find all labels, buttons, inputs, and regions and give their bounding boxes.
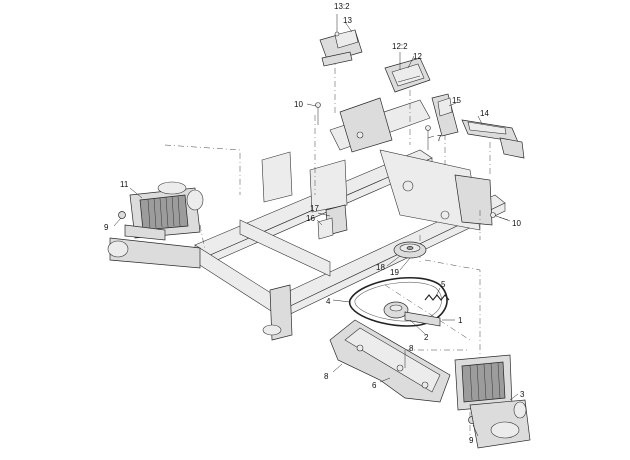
idler-pulley xyxy=(383,301,441,327)
callout-9-bottom: 9 xyxy=(469,436,474,445)
drive-pulley xyxy=(393,241,427,259)
bracket-13 xyxy=(319,29,363,67)
idler-bracket-16-17 xyxy=(317,204,348,240)
callout-6: 6 xyxy=(372,381,377,390)
callout-labels: 13:2 13 12:2 12 10 15 14 7 11 9 17 16 10… xyxy=(104,2,525,445)
callout-7: 7 xyxy=(437,134,442,143)
callout-13: 13 xyxy=(343,16,352,25)
callout-5: 5 xyxy=(441,280,446,289)
pump-fins xyxy=(469,362,501,401)
callout-8-top: 8 xyxy=(409,344,414,353)
tension-spring xyxy=(424,294,450,301)
callout-12: 12 xyxy=(413,52,422,61)
left-hydro-motor xyxy=(124,181,204,241)
callout-2: 2 xyxy=(424,333,429,342)
callout-12-2: 12:2 xyxy=(392,42,408,51)
pump-mount-plate xyxy=(329,319,451,403)
callout-11: 11 xyxy=(120,180,129,189)
callout-10-right: 10 xyxy=(512,219,521,228)
callout-4: 4 xyxy=(326,297,331,306)
drive-belt xyxy=(349,277,448,327)
callout-8-left: 8 xyxy=(324,372,329,381)
callout-17: 17 xyxy=(310,204,319,213)
leader-lines xyxy=(113,21,519,437)
callout-16: 16 xyxy=(306,214,315,223)
bracket-12 xyxy=(384,57,431,93)
callout-9-left: 9 xyxy=(104,223,109,232)
bracket-14 xyxy=(461,119,525,159)
callout-1: 1 xyxy=(458,316,463,325)
callout-15: 15 xyxy=(452,96,461,105)
chassis-frame xyxy=(107,97,506,341)
callout-10-top: 10 xyxy=(294,100,303,109)
callout-19: 19 xyxy=(390,268,399,277)
callout-14: 14 xyxy=(480,109,489,118)
callout-13-2: 13:2 xyxy=(334,2,350,11)
callout-3: 3 xyxy=(520,390,525,399)
right-hydro-pump xyxy=(454,354,531,449)
bracket-15 xyxy=(431,93,459,137)
callout-18: 18 xyxy=(376,263,385,272)
cooling-fins xyxy=(147,195,181,229)
